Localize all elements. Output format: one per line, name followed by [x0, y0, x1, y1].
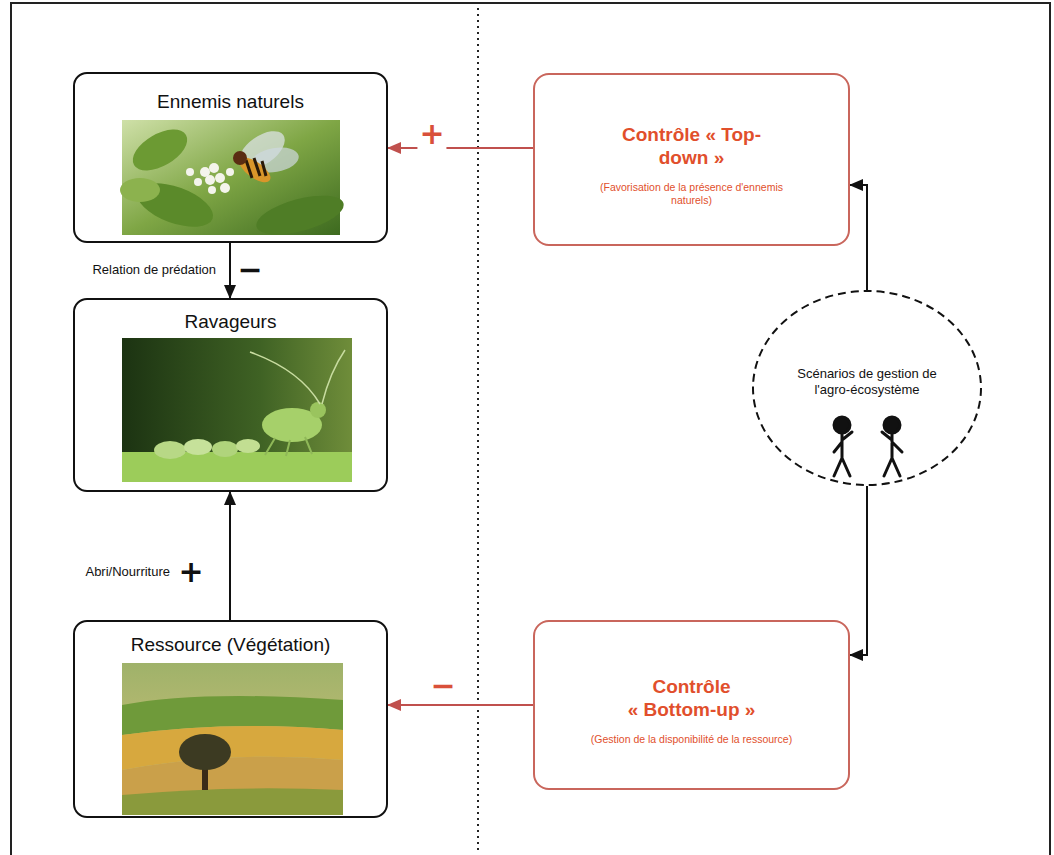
- arrow-connector: [388, 704, 533, 706]
- arrow-connector: [850, 486, 867, 655]
- node-title: Ravageurs: [75, 311, 386, 333]
- thinking-figures: [834, 417, 902, 476]
- arrow-connector: [850, 185, 867, 290]
- node-subtitle: (Gestion de la disponibilité de la resso…: [591, 733, 792, 746]
- frame: [11, 3, 1050, 855]
- edge-label: Abri/Nourriture: [83, 564, 172, 580]
- landscape-photo: [122, 663, 343, 815]
- control-box: Contrôle « Bottom-up » (Gestion de la dis…: [533, 620, 850, 790]
- edge-label: Relation de prédation: [90, 262, 218, 278]
- node-title: Contrôle « Bottom-up »: [609, 675, 774, 721]
- node-title: Scénarios de gestion de l'agro-écosystèm…: [782, 290, 952, 398]
- node-title: Ennemis naturels: [75, 91, 386, 113]
- node-title: Contrôle « Top-down »: [609, 123, 774, 169]
- dashed-ellipse: [753, 291, 981, 485]
- arrow-connector: [388, 147, 533, 149]
- photo-box: Ravageurs: [73, 298, 388, 492]
- separator-line: [477, 8, 479, 852]
- node-subtitle: (Favorisation de la présence d'ennemis n…: [589, 181, 794, 207]
- arrow-connector: [229, 243, 231, 298]
- edge-label: +: [417, 119, 446, 149]
- sign-label: −: [235, 255, 264, 285]
- arrow-connector: [229, 492, 231, 620]
- edge-label: −: [428, 671, 457, 701]
- node-title: Ressource (Végétation): [75, 634, 386, 656]
- sign-label: +: [176, 557, 205, 587]
- scenario-ellipse: Scénarios de gestion de l'agro-écosystèm…: [752, 290, 982, 486]
- photo-box: Ennemis naturels: [73, 72, 388, 243]
- aphid-photo: [122, 338, 352, 482]
- photo-box: Ressource (Végétation): [73, 620, 388, 818]
- control-box: Contrôle « Top-down » (Favorisation de la…: [533, 73, 850, 246]
- hoverfly-photo: [120, 120, 348, 242]
